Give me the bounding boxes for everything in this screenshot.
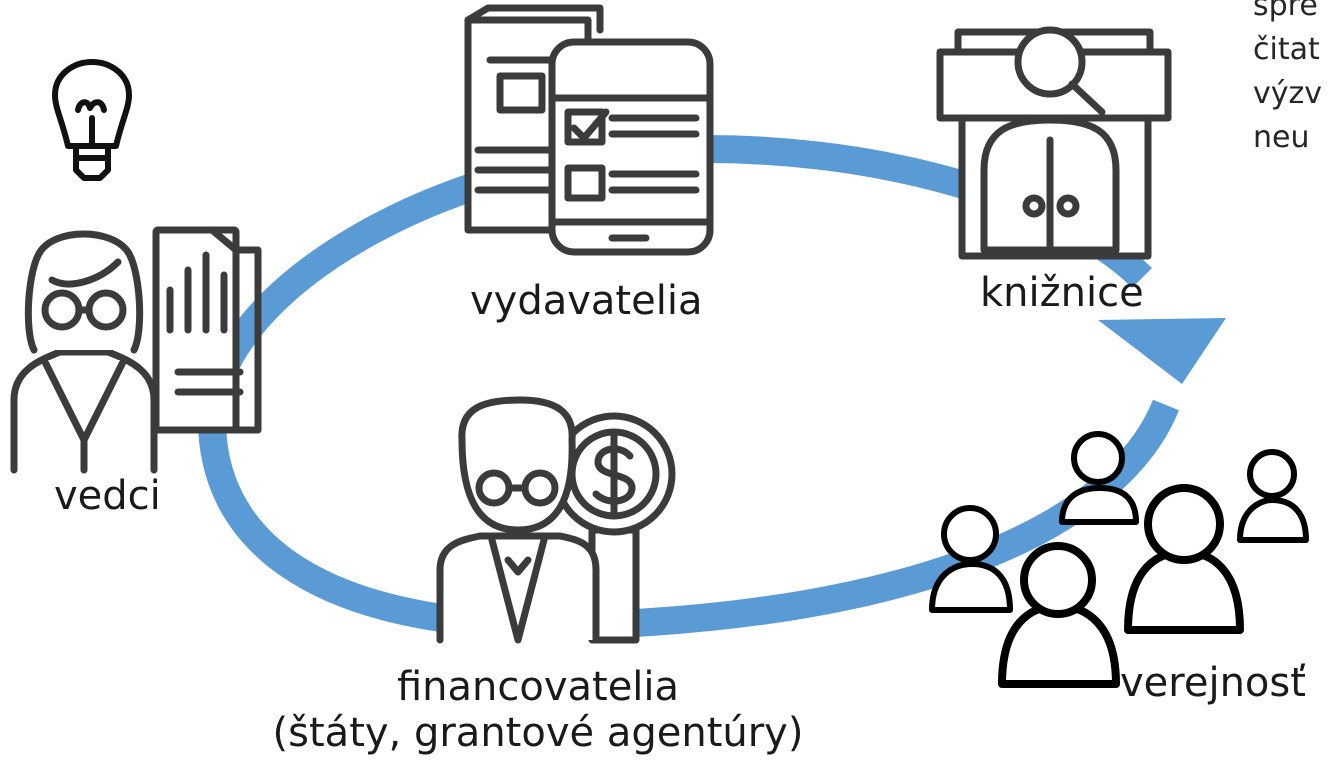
scientists-label: vedci <box>54 473 161 519</box>
publication-icon <box>464 4 714 256</box>
side-note-line: neu <box>1253 120 1310 155</box>
funders-label-line2: (štáty, grantové agentúry) <box>272 710 804 756</box>
funders-label: financovatelia (štáty, grantové agentúry… <box>270 664 806 756</box>
funder-icon <box>436 396 676 644</box>
scientist-icon <box>10 226 262 474</box>
lightbulb-icon <box>52 59 132 181</box>
public-label: verejnosť <box>1120 660 1306 706</box>
side-note-line: spre <box>1253 0 1318 23</box>
side-note-line: čitat <box>1253 32 1320 67</box>
side-note: spre čitat výzv neu <box>1253 0 1332 160</box>
people-icon <box>929 431 1309 688</box>
side-note-line: výzv <box>1253 76 1323 111</box>
libraries-label: knižnice <box>980 270 1144 316</box>
publishers-label: vydavatelia <box>470 278 703 324</box>
library-icon <box>936 26 1172 260</box>
funders-label-line1: financovatelia <box>396 664 680 710</box>
